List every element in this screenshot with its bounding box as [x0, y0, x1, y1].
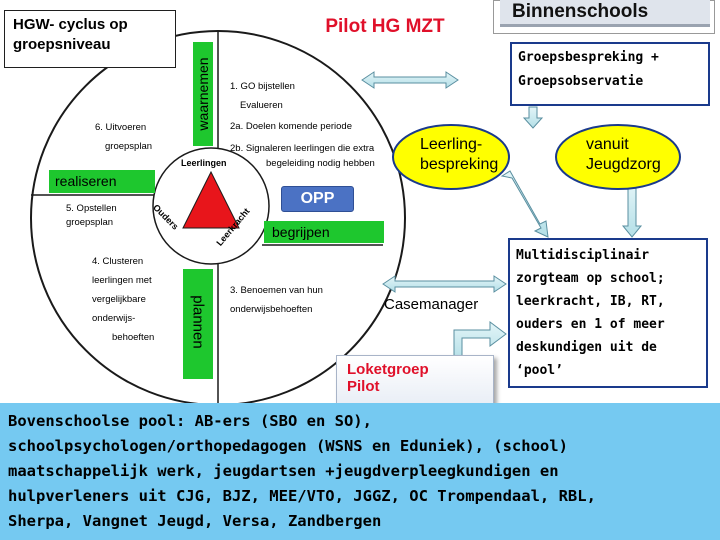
step-3-text: 3. Benoemen van hun onderwijsbehoeften	[230, 281, 323, 319]
groepsbespreking-line-2: Groepsobservatie	[518, 74, 644, 89]
plannen-bar	[183, 269, 213, 379]
step-3-line-1: 3. Benoemen van hun	[230, 285, 323, 296]
multi-line-1: Multidisciplinair	[516, 248, 650, 263]
groepsbespreking-line-1: Groepsbespreking +	[518, 50, 659, 65]
loketgroep-line-2: Pilot	[347, 378, 380, 395]
step-3-line-2: onderwijsbehoeften	[230, 304, 313, 315]
step-4-line-4: onderwijs-	[92, 313, 136, 324]
step-1-line-1: 1. GO bijstellen	[230, 81, 295, 92]
groepsbespreking-box: Groepsbespreking + Groepsobservatie	[510, 42, 710, 106]
double-arrow-top	[361, 71, 459, 89]
waarnemen-label: waarnemen	[195, 57, 211, 131]
step-2b-text: 2b. Signaleren leerlingen die extra bege…	[230, 139, 375, 173]
multi-line-4: ouders en 1 of meer	[516, 317, 665, 332]
step-6-line-1: 6. Uitvoeren	[95, 122, 147, 133]
step-5-line-1: 5. Opstellen	[66, 203, 117, 214]
loketgroep-box: Loketgroep Pilot	[336, 355, 494, 405]
step-2b-line-2: begeleiding nodig hebben	[266, 158, 375, 169]
step-6-text: 6. Uitvoeren groepsplan	[95, 118, 152, 156]
jeugdzorg-text: vanuit Jeugdzorg	[586, 133, 686, 177]
pool-line-2: schoolpsychologen/orthopedagogen (WSNS e…	[8, 437, 568, 455]
leerlingbespreking-line-1: Leerling-	[420, 136, 483, 153]
step-4-line-3: vergelijkbare	[92, 294, 146, 305]
multi-line-3: leerkracht, IB, RT,	[516, 294, 665, 309]
triangle-shape	[182, 170, 240, 229]
hgw-cycle-box: HGW- cyclus op groepsniveau	[4, 10, 176, 68]
arrow-leerling-to-multi	[500, 170, 549, 238]
step-2b-line-1: 2b. Signaleren leerlingen die extra	[230, 143, 375, 154]
step-5-text: 5. Opstellen groepsplan	[66, 202, 117, 230]
multi-line-5: deskundigen uit de	[516, 340, 657, 355]
waarnemen-bar	[193, 42, 213, 146]
bent-arrow	[453, 321, 507, 361]
triangle-label-leerlingen: Leerlingen	[181, 158, 227, 168]
casemanager-label: Casemanager	[384, 296, 479, 313]
step-1-text: 1. GO bijstellen Evalueren	[230, 77, 295, 115]
jeugdzorg-ellipse	[555, 124, 681, 190]
hgw-line-1: HGW- cyclus op	[13, 16, 128, 33]
pool-line-3: maatschappelijk werk, jeugdartsen +jeugd…	[8, 462, 559, 480]
loketgroep-line-1: Loketgroep	[347, 361, 429, 378]
step-2a-text: 2a. Doelen komende periode	[230, 121, 353, 132]
arrow-groepsbespreking-down	[522, 106, 544, 129]
step-5-line-2: groepsplan	[66, 217, 114, 228]
opp-badge: OPP	[281, 186, 354, 212]
bovenschoolse-pool-box: Bovenschoolse pool: AB-ers (SBO en SO), …	[0, 403, 720, 540]
step-4-line-2: leerlingen met	[92, 275, 152, 286]
hgw-line-2: groepsniveau	[13, 36, 111, 53]
plannen-label: plannen	[189, 295, 207, 349]
multi-line-6: ‘pool’	[516, 363, 563, 378]
multi-line-2: zorgteam op school;	[516, 271, 665, 286]
leerlingbespreking-line-2: bespreking	[420, 156, 499, 173]
step-6-line-2: groepsplan	[105, 141, 153, 152]
step-4-line-5: behoeften	[112, 332, 155, 343]
binnenschools-label: Binnenschools	[500, 0, 710, 27]
begrijpen-label: begrijpen	[272, 224, 330, 240]
step-1-line-2: Evalueren	[240, 100, 283, 111]
double-arrow-middle	[382, 275, 507, 293]
arrow-jeugdzorg-to-multi	[621, 182, 643, 238]
pool-line-1: Bovenschoolse pool: AB-ers (SBO en SO),	[8, 412, 372, 430]
step-4-line-1: 4. Clusteren	[92, 256, 144, 267]
begrijpen-bar	[264, 221, 384, 243]
jeugdzorg-line-2: Jeugdzorg	[586, 156, 661, 173]
multidisciplinair-box: Multidisciplinair zorgteam op school; le…	[508, 238, 708, 388]
pool-line-5: Sherpa, Vangnet Jeugd, Versa, Zandbergen	[8, 512, 382, 530]
pool-line-4: hulpverleners uit CJG, BJZ, MEE/VTO, JGG…	[8, 487, 596, 505]
step-4-text: 4. Clusteren leerlingen met vergelijkbar…	[92, 252, 154, 347]
leerlingbespreking-text: Leerling- bespreking	[420, 133, 520, 177]
page-title: Pilot HG MZT	[325, 16, 445, 37]
leerlingbespreking-ellipse	[392, 124, 510, 190]
realiseren-bar	[49, 170, 155, 193]
jeugdzorg-line-1: vanuit	[586, 136, 629, 153]
realiseren-label: realiseren	[55, 173, 117, 189]
